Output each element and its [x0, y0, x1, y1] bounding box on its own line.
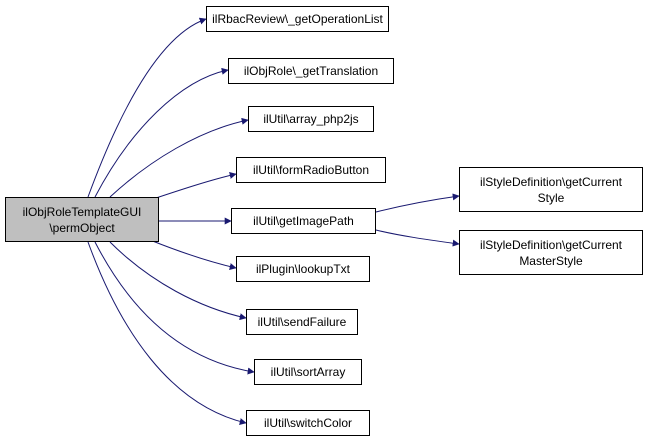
node-util-sendfailure[interactable]: ilUtil\sendFailure [246, 309, 358, 335]
edge-getimagepath-to-getcurrentmasterstyle [375, 229, 460, 247]
node-label-line2: Style [537, 190, 565, 205]
edge-root-to-getoperationlist [87, 17, 207, 198]
node-label: ilUtil\switchColor [263, 416, 352, 430]
node-label-line1: ilStyleDefinition\getCurrent [479, 174, 623, 189]
node-styledefinition-getcurrentstyle[interactable]: ilStyleDefinition\getCurrent Style [459, 167, 643, 212]
node-label: ilPlugin\lookupTxt [255, 262, 351, 276]
root-node-label-line1: ilObjRoleTemplateGUI [22, 204, 142, 219]
node-util-formradiobutton[interactable]: ilUtil\formRadioButton [236, 157, 386, 183]
node-styledefinition-getcurrentmasterstyle[interactable]: ilStyleDefinition\getCurrent MasterStyle [459, 230, 643, 275]
edge-root-to-formradiobutton [149, 172, 237, 201]
node-util-array-php2js[interactable]: ilUtil\array_php2js [248, 106, 374, 132]
edge-root-to-lookuptxt [149, 239, 237, 270]
node-label: ilUtil\sendFailure [257, 315, 347, 329]
edge-root-to-gettranslation [94, 67, 229, 198]
node-util-getimagepath[interactable]: ilUtil\getImagePath [231, 208, 376, 234]
node-util-switchcolor[interactable]: ilUtil\switchColor [246, 410, 370, 436]
root-node[interactable]: ilObjRoleTemplateGUI \permObject [5, 197, 159, 242]
root-node-label-line2: \permObject [49, 220, 115, 235]
node-label: ilRbacReview\_getOperationList [212, 12, 383, 26]
edge-root-to-switchcolor [87, 241, 247, 425]
node-label: ilObjRole\_getTranslation [243, 64, 379, 78]
node-label-line2: MasterStyle [519, 253, 583, 268]
node-label: ilUtil\formRadioButton [252, 163, 370, 177]
edge-root-to-array-php2js [109, 117, 249, 198]
edge-root-to-sortarray [94, 241, 255, 375]
node-label-line1: ilStyleDefinition\getCurrent [479, 237, 623, 252]
node-label: ilUtil\getImagePath [253, 214, 354, 228]
edge-getimagepath-to-getcurrentstyle [375, 193, 460, 213]
node-objrole-gettranslation[interactable]: ilObjRole\_getTranslation [228, 58, 394, 84]
node-label: ilUtil\sortArray [270, 365, 346, 379]
node-util-sortarray[interactable]: ilUtil\sortArray [254, 359, 362, 385]
node-plugin-lookuptxt[interactable]: ilPlugin\lookupTxt [236, 256, 370, 282]
node-label: ilUtil\array_php2js [263, 112, 359, 126]
edge-root-to-sendfailure [109, 241, 247, 321]
node-rbacreview-getoperationlist[interactable]: ilRbacReview\_getOperationList [206, 6, 389, 32]
